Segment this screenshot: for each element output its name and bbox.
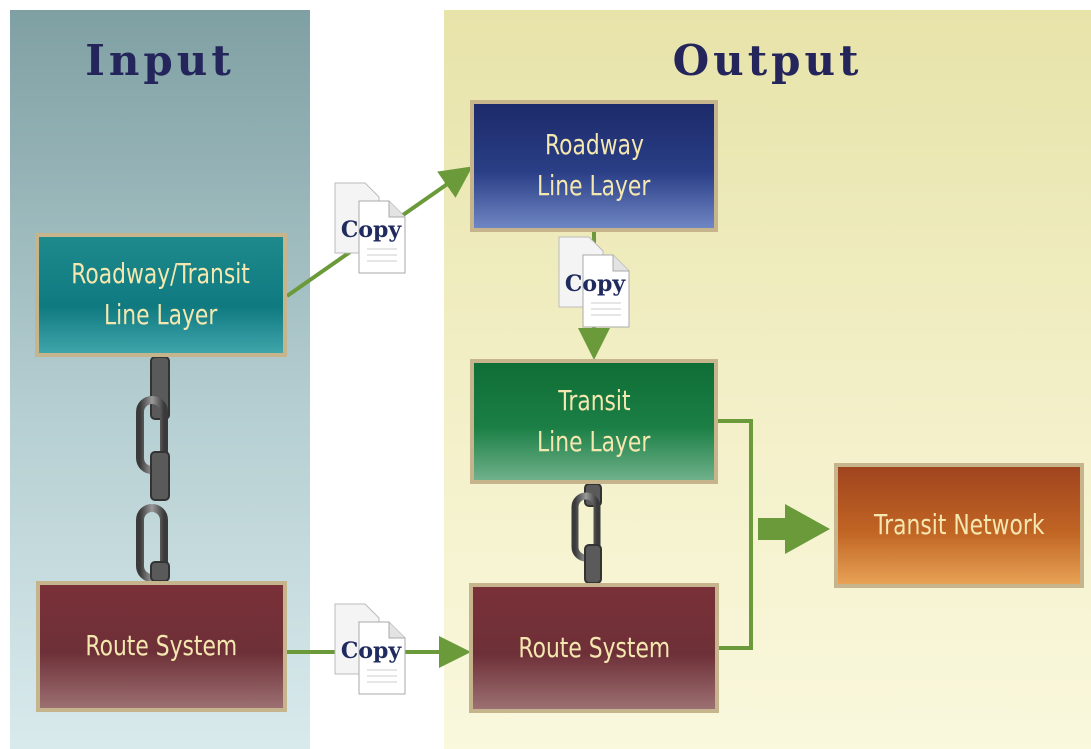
box-label: Line Layer [537,424,651,458]
route-system-input-box: Route System [36,581,287,712]
box-label: Line Layer [104,298,218,331]
roadway-line-layer-box: Roadway Line Layer [470,100,718,232]
box-label: Transit Network [873,508,1045,542]
copy-label: Copy [565,271,627,297]
arrow-to-transit-network [758,504,830,554]
copy-label: Copy [341,217,403,243]
transit-line-layer-box: Transit Line Layer [470,359,718,484]
roadway-transit-line-layer-box: Roadway/Transit Line Layer [35,233,287,357]
bracket-to-network [718,419,753,650]
transit-network-box: Transit Network [834,463,1084,588]
copy-document-icon: Copy [334,603,406,695]
chain-link-icon [136,356,170,582]
box-label: Line Layer [537,169,651,202]
box-label: Route System [85,629,238,663]
box-label: Transit [557,383,631,417]
copy-document-icon: Copy [558,236,630,328]
box-label: Roadway/Transit [71,257,251,291]
box-label: Roadway [544,128,644,162]
copy-document-icon: Copy [334,182,406,274]
copy-label: Copy [341,638,403,664]
chain-link-icon [571,483,602,584]
box-label: Route System [518,630,670,664]
input-title: Input [85,36,235,85]
output-title: Output [672,36,863,85]
route-system-output-box: Route System [469,583,719,713]
